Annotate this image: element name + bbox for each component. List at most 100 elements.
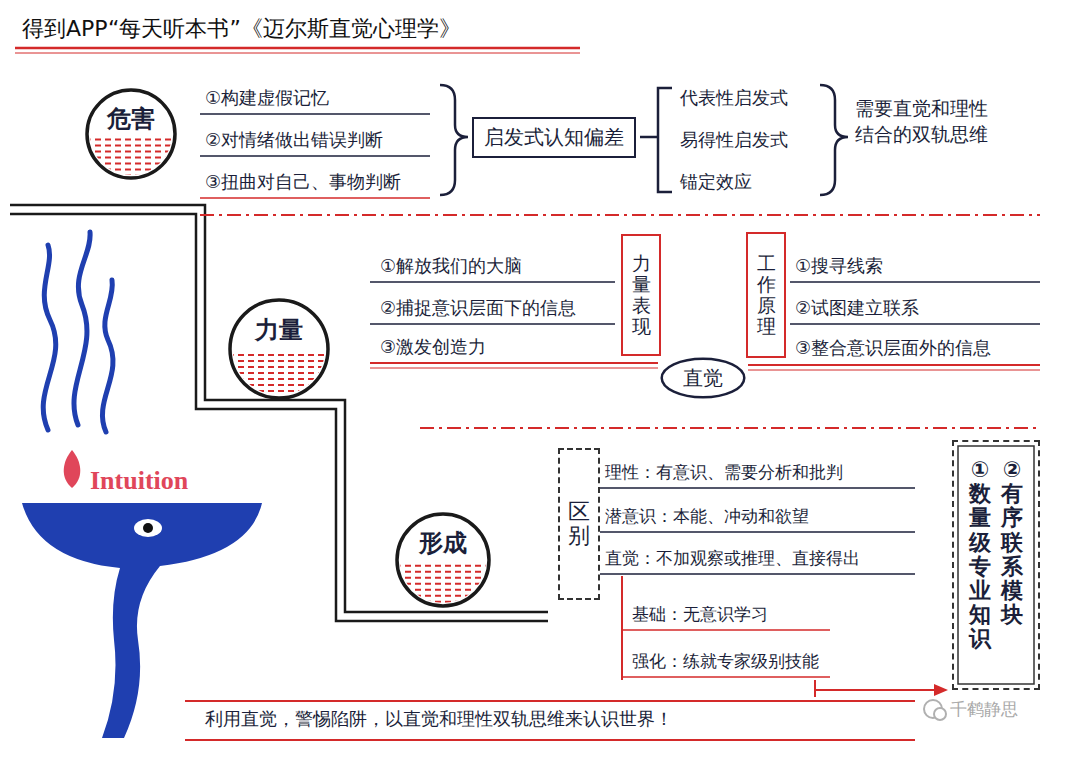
label-slot: ②对情绪做出错误判断 [205, 128, 383, 152]
fill-dash [228, 366, 330, 368]
inner-rect [958, 446, 1034, 684]
underline [200, 155, 430, 157]
arrow-line [815, 689, 938, 691]
fill-dash [395, 595, 491, 597]
underline [370, 323, 615, 325]
fill-dash [395, 583, 491, 585]
caption-line [185, 739, 915, 741]
node-circle: 形成 [395, 512, 491, 608]
underline [622, 676, 830, 678]
fill-dash [395, 589, 491, 591]
circle-outline [395, 512, 491, 608]
smoke [102, 280, 113, 432]
label-slot: 潜意识：本能、冲动和欲望 [605, 505, 809, 528]
watermark: 千鹤静思 [950, 698, 1018, 721]
label: 需要直觉和理性结合的双轨思维 [855, 96, 992, 148]
node-circle: 力量 [228, 298, 330, 400]
fill-dash [85, 151, 177, 153]
underline [600, 573, 915, 575]
circle-fill [85, 140, 177, 176]
underline [748, 370, 1040, 371]
fill-dash [85, 175, 177, 177]
label: ③激发创造力 [380, 335, 486, 359]
node-circle: 危害 [85, 88, 177, 180]
label-slot: 需要直觉和理性结合的双轨思维 [855, 96, 992, 148]
vertical-text: 力量表现 [632, 253, 651, 337]
node-ellipse: 直觉 [660, 357, 746, 399]
label-slot: ①构建虚假记忆 [205, 86, 329, 110]
label: 锚定效应 [680, 170, 752, 194]
fill-dash [395, 577, 491, 579]
fill-dash [85, 145, 177, 147]
label-slot: ③扭曲对自己、事物判断 [205, 170, 401, 194]
eye-pupil [143, 523, 153, 533]
label-slot: ②捕捉意识层面下的信息 [380, 296, 576, 320]
underline [370, 362, 658, 364]
eye [134, 519, 162, 537]
brace [440, 85, 468, 195]
inner-frame [954, 442, 1038, 688]
node-text: 危害 [107, 103, 155, 135]
arrow-tick [814, 680, 816, 697]
label: ②捕捉意识层面下的信息 [380, 296, 576, 320]
fill-dash [228, 354, 330, 356]
label-slot: 强化：练就专家级别技能 [632, 650, 819, 673]
bracket-stem [640, 136, 658, 139]
separator [420, 427, 1040, 429]
lamp [22, 503, 262, 738]
smoke [74, 232, 90, 425]
underline [600, 487, 915, 489]
label: 易得性启发式 [680, 128, 788, 152]
label: 强化：练就专家级别技能 [632, 650, 819, 673]
caption-line [185, 700, 915, 702]
ellipse-shape [662, 359, 745, 398]
node-dbox: 区别 [558, 448, 600, 600]
fill-dash [395, 571, 491, 573]
underline [600, 531, 915, 533]
label-slot: 直觉：不加观察或推理、直接得出 [605, 547, 860, 570]
label-slot: 代表性启发式 [680, 86, 788, 110]
label: 理性：有意识、需要分析和批判 [605, 461, 843, 484]
fill-dash [395, 565, 491, 567]
underline [748, 364, 1040, 366]
circle-fill [228, 355, 330, 391]
fill-dash [395, 601, 491, 603]
label: 潜意识：本能、冲动和欲望 [605, 505, 809, 528]
title-slot: 得到APP“每天听本书”《迈尔斯直觉心理学》 [22, 14, 461, 44]
circle-ring [87, 90, 175, 178]
label-slot: 千鹤静思 [950, 698, 1018, 721]
fill-dash [228, 378, 330, 380]
brace [820, 85, 848, 195]
label: ③整合意识层面外的信息 [795, 336, 991, 360]
flame [64, 450, 81, 488]
fill-dash [85, 163, 177, 165]
node-text: 启发式认知偏差 [484, 124, 624, 151]
vertical-text: 区别 [568, 500, 590, 548]
branch-line [621, 576, 623, 680]
node-text: 力量 [255, 314, 303, 346]
node-vbox: 力量表现 [621, 234, 661, 356]
fill-dash [85, 139, 177, 141]
label: ②对情绪做出错误判断 [205, 128, 383, 152]
label-slot: ①解放我们的大脑 [380, 254, 522, 278]
fill-dash [85, 157, 177, 159]
label: ①构建虚假记忆 [205, 86, 329, 110]
node-text: 直觉 [683, 365, 723, 392]
vertical-text: ①数量级专业知识 [969, 458, 991, 652]
circle-outline [228, 298, 330, 400]
fill-dash [228, 384, 330, 386]
vertical-text: 工作原理 [757, 253, 776, 337]
vertical-text: ②有序联系模块 [1001, 458, 1023, 627]
fill-dash [228, 360, 330, 362]
label-slot: ①搜寻线索 [795, 254, 883, 278]
label-slot: Intuition [90, 466, 188, 496]
caption-slot: 利用直觉，警惕陷阱，以直觉和理性双轨思维来认识世界！ [205, 707, 673, 731]
circle-outline [85, 88, 177, 180]
underline [200, 113, 430, 115]
title: 得到APP“每天听本书”《迈尔斯直觉心理学》 [22, 14, 461, 44]
label-slot: ③激发创造力 [380, 335, 486, 359]
label: ②试图建立联系 [795, 296, 919, 320]
watermark-icon [934, 708, 946, 720]
bracket [658, 88, 672, 192]
